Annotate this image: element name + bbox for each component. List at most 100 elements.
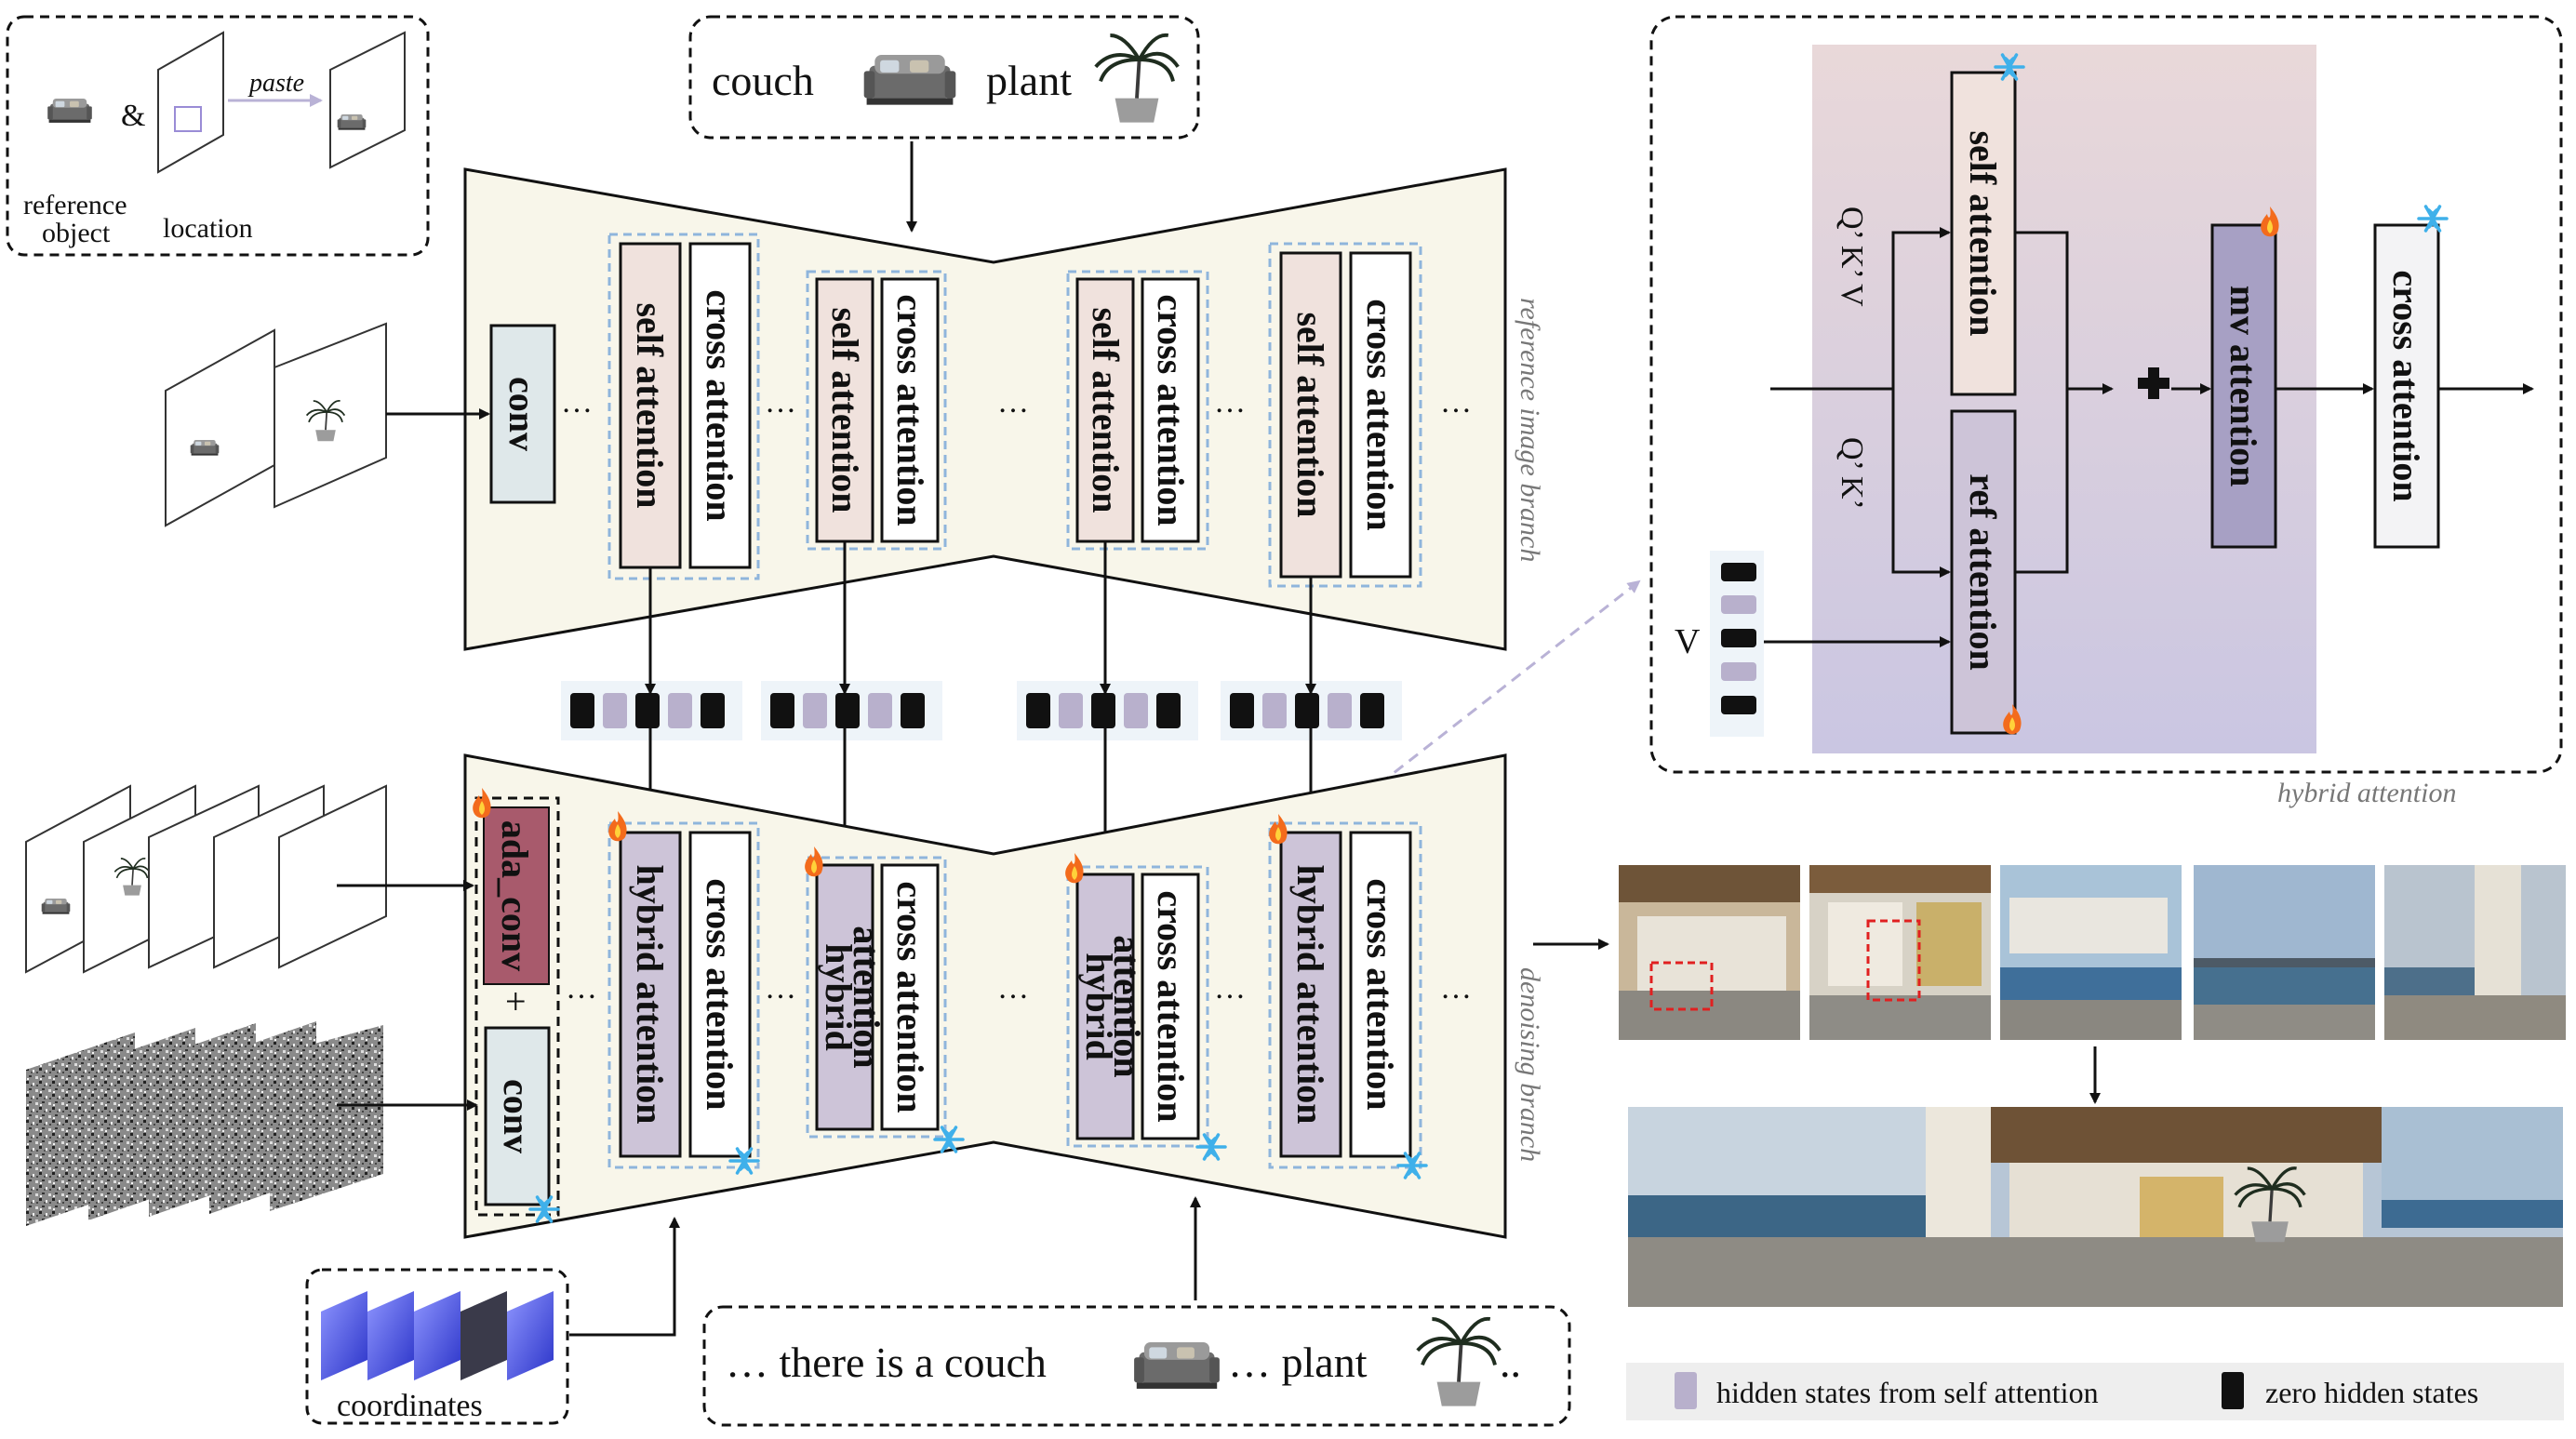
ada-conv-label: ada_conv	[494, 820, 536, 971]
panel-cross-attention-label: cross attention	[2385, 270, 2427, 501]
cross-attention-block	[880, 277, 940, 543]
attention-label: attention	[1106, 935, 1148, 1077]
output-view-5	[2384, 865, 2566, 1040]
ellipsis: …	[1214, 385, 1246, 420]
output-panorama	[1628, 1107, 2563, 1307]
multi-view-image-input	[25, 784, 387, 974]
pasted-canvas	[329, 31, 406, 169]
cross-attention-label: cross attention	[699, 878, 741, 1110]
cross-attention-block	[1141, 277, 1200, 543]
hybrid-label: hybrid	[1078, 953, 1120, 1060]
denoising-attention-group-2: hybrid attention cross attention	[806, 856, 947, 1139]
v-label: V	[1675, 622, 1701, 661]
self-attention-block	[1075, 277, 1135, 543]
attention-label: attention	[846, 926, 888, 1068]
reference-conv-label: conv	[501, 377, 543, 451]
denoising-attention-group-1: hybrid attention cross attention	[607, 821, 760, 1169]
cross-attention-label: cross attention	[1150, 294, 1192, 526]
ellipsis: …	[1440, 385, 1472, 420]
self-attention-block	[619, 242, 682, 569]
plus-sign: +	[505, 980, 527, 1022]
hybrid-attention-panel: self attention ref attention mv attentio…	[1649, 15, 2563, 808]
cross-attention-block	[1349, 831, 1412, 1158]
bottom-prompt-part2: … plant	[1228, 1339, 1368, 1386]
reference-object-icon	[47, 99, 92, 123]
self-attention-block	[815, 277, 874, 543]
denoising-attention-group-4: hybrid attention cross attention	[1268, 821, 1422, 1169]
ellipsis: …	[997, 971, 1029, 1006]
output-view-3	[2000, 865, 2182, 1040]
ellipsis: …	[765, 971, 796, 1006]
bottom-prompt-part3: ..	[1500, 1339, 1521, 1386]
legend-hidden-label: hidden states from self attention	[1716, 1376, 2099, 1409]
reference-object-label-2: object	[42, 218, 111, 248]
panel-mv-attention-block	[2210, 223, 2277, 549]
qk-label: Q’ K’	[1835, 437, 1869, 510]
ada-conv-block	[483, 806, 550, 985]
top-prompt-plant: plant	[986, 57, 1072, 104]
hybrid-attention-title: hybrid attention	[2277, 778, 2456, 808]
coordinates-label: coordinates	[337, 1389, 483, 1423]
denoising-branch-label: denoising branch	[1515, 967, 1545, 1162]
hidden-state-bar-2	[761, 681, 942, 740]
legend-zero-label: zero hidden states	[2265, 1376, 2478, 1409]
output-view-4	[2194, 865, 2375, 1040]
panel-ref-attention-block	[1950, 409, 2017, 735]
cross-attention-block	[688, 242, 752, 569]
self-attention-label: self attention	[824, 307, 866, 513]
hybrid-attention-block	[1279, 831, 1342, 1158]
reference-object-label-1: reference	[23, 190, 127, 220]
reference-attention-group-1: self attention cross attention	[607, 233, 760, 580]
add-icon	[2138, 367, 2169, 399]
bottom-prompt-box: … there is a couch … plant ..	[702, 1305, 1571, 1427]
cross-attention-block	[880, 863, 940, 1131]
panel-self-attention-label: self attention	[1962, 130, 2004, 336]
self-attention-label: self attention	[629, 302, 671, 508]
legend-zero-swatch	[2222, 1372, 2244, 1409]
denoising-conv-label: conv	[496, 1079, 538, 1153]
paste-label: paste	[247, 69, 304, 98]
cross-attention-label: cross attention	[1359, 299, 1401, 530]
cross-attention-label: cross attention	[699, 289, 741, 521]
qkv-label: Q’ K’ V	[1835, 207, 1869, 307]
cross-attention-block	[688, 831, 752, 1158]
hybrid-attention-block	[619, 831, 682, 1158]
self-attention-label: self attention	[1289, 312, 1331, 517]
top-prompt-box: couch plant	[688, 15, 1200, 140]
hybrid-attention-label: hybrid attention	[629, 865, 671, 1125]
ellipsis: …	[997, 385, 1029, 420]
reference-attention-group-3: self attention cross attention	[1066, 270, 1209, 551]
denoising-conv-block	[484, 1026, 551, 1206]
reference-conv-block	[489, 324, 556, 504]
legend-hidden-swatch	[1675, 1372, 1697, 1409]
ampersand: &	[121, 99, 145, 133]
zoom-arrow	[1320, 580, 1641, 832]
self-attention-label: self attention	[1085, 307, 1127, 513]
location-label: location	[163, 213, 253, 244]
hybrid-attention-block	[1075, 873, 1135, 1140]
cross-attention-block	[1141, 873, 1200, 1140]
coordinates-box: coordinates	[305, 1268, 569, 1425]
output-view-2	[1809, 865, 1991, 1040]
self-attention-block	[1279, 251, 1342, 579]
cross-attention-label: cross attention	[1150, 890, 1192, 1122]
reference-attention-group-4: self attention cross attention	[1268, 242, 1422, 588]
location-box	[174, 106, 202, 132]
panel-self-attention-block	[1950, 71, 2017, 396]
reference-attention-group-2: self attention cross attention	[806, 270, 947, 551]
ellipsis: …	[1214, 971, 1246, 1006]
location-canvas	[157, 31, 224, 174]
noise-input	[26, 1021, 383, 1226]
reference-image-input	[165, 322, 387, 527]
cross-attention-label: cross attention	[889, 294, 931, 526]
panel-ref-attention-label: ref attention	[1962, 473, 2004, 670]
reference-input-box: & paste reference object location	[6, 15, 430, 257]
hidden-state-bar-3	[1017, 681, 1198, 740]
output-views	[1619, 865, 2566, 1040]
panel-mv-attention-label: mv attention	[2222, 286, 2264, 487]
panel-cross-attention-block	[2373, 223, 2440, 549]
hybrid-attention-label: hybrid attention	[1289, 865, 1331, 1125]
hybrid-attention-block	[815, 863, 874, 1131]
hybrid-label: hybrid	[818, 943, 860, 1051]
